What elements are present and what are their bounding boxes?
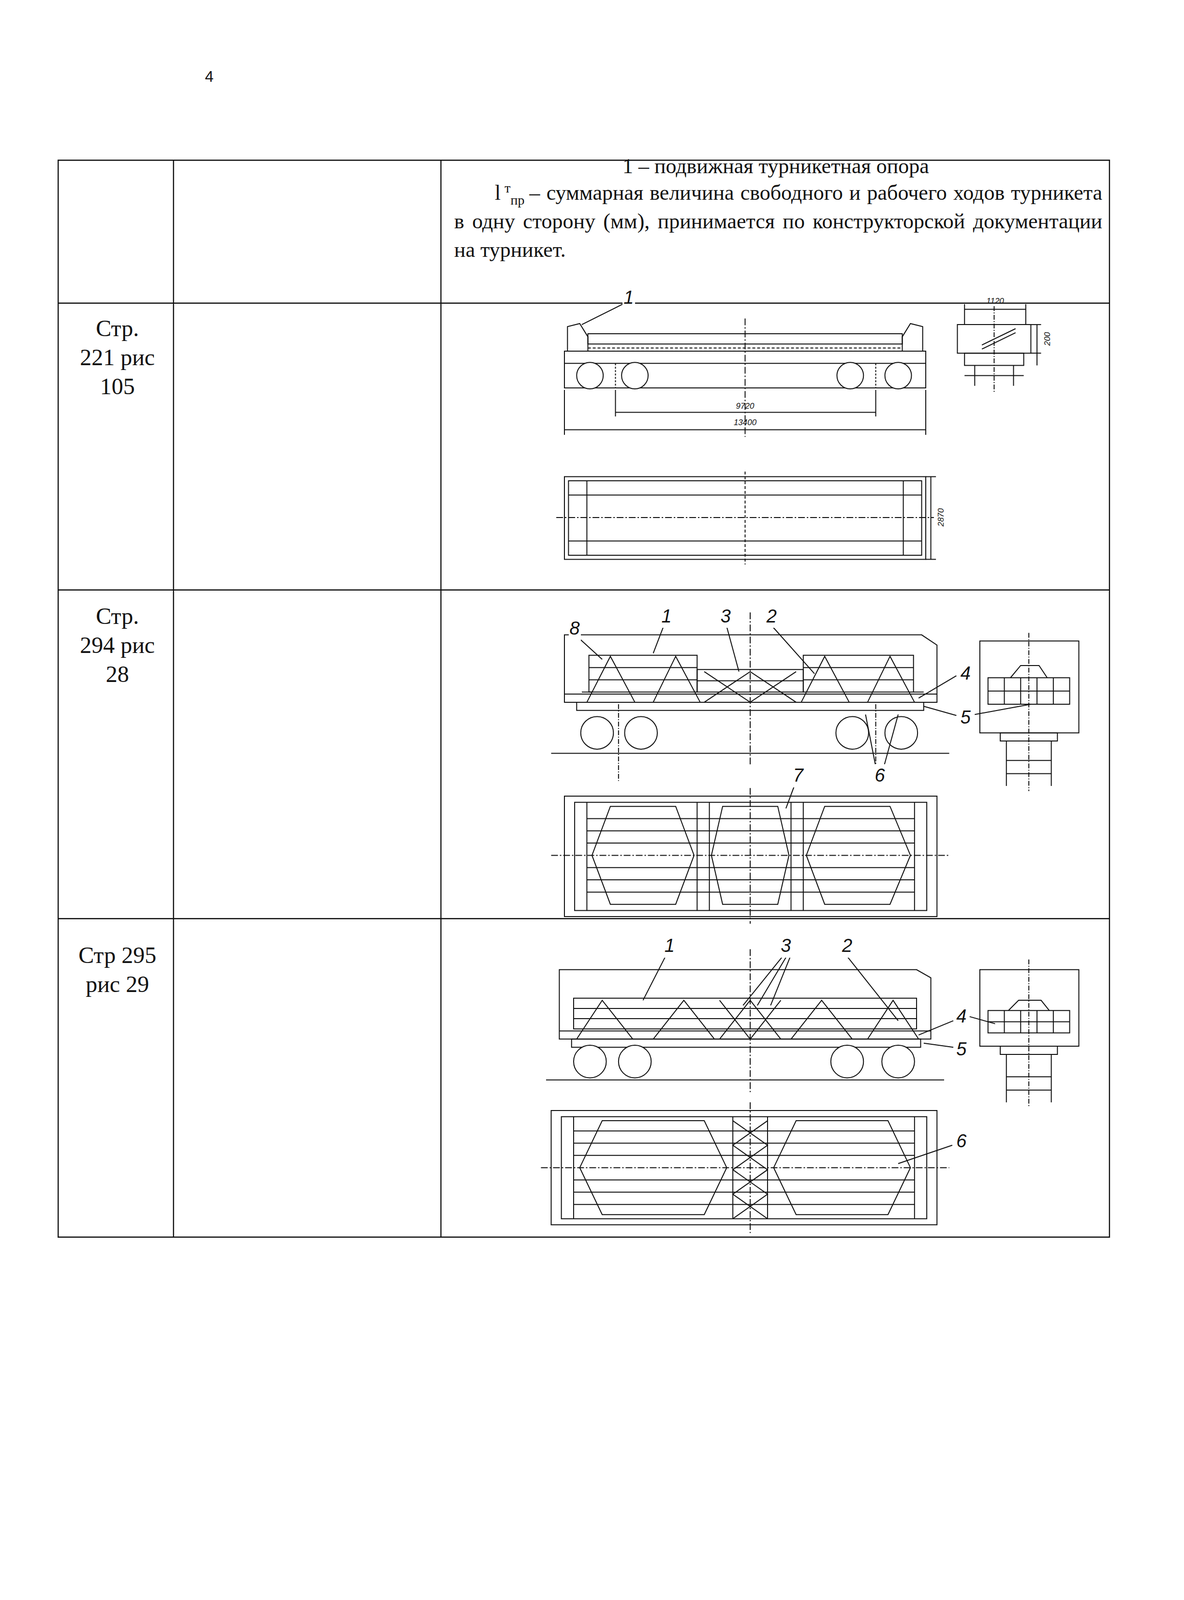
- callout-number: 5: [955, 1037, 968, 1062]
- flatcar-side-view: [564, 304, 926, 437]
- callout-number: 2: [765, 605, 778, 629]
- symbol-subscript: пр: [510, 192, 525, 208]
- callout-number: 2: [841, 934, 854, 958]
- gondola-side-view: [551, 612, 1032, 809]
- callout-number: 3: [719, 605, 732, 629]
- callout-number: 1: [663, 934, 676, 958]
- callout-number: 7: [792, 764, 805, 788]
- gondola-end-view: [979, 959, 1080, 1108]
- dimension-value: 9720: [736, 400, 755, 412]
- gondola-end-view: [979, 632, 1080, 791]
- symbol-letter: l: [494, 180, 501, 205]
- note-text: – суммарная величина свободного и рабоче…: [454, 180, 1103, 262]
- table-grid: [58, 160, 1110, 1237]
- callout-number: 6: [873, 764, 887, 788]
- figure-reference: Стр. 221 рис 105: [77, 313, 158, 401]
- dimension-value: 200: [1042, 331, 1053, 346]
- note-heading: 1 – подвижная турникетная опора: [622, 152, 930, 180]
- page-number: 4: [205, 66, 214, 87]
- symbol-superscript: т: [504, 180, 511, 196]
- gondola-plan-view: [551, 787, 950, 924]
- dimension-value: 2870: [935, 508, 947, 527]
- gondola-side-view: [546, 949, 996, 1093]
- figure-reference: Стр. 294 рис 28: [77, 601, 158, 689]
- figure-reference: Стр 295 рис 29: [77, 940, 158, 999]
- callout-number: 4: [955, 1005, 968, 1029]
- note-paragraph: lтпр– суммарная величина свободного и ра…: [454, 178, 1103, 265]
- gondola-plan-view: [540, 1102, 952, 1233]
- callout-number: 3: [779, 934, 792, 958]
- callout-number: 5: [959, 706, 972, 730]
- flatcar-plan-view: [556, 471, 936, 565]
- callout-number: 6: [955, 1129, 968, 1154]
- callout-number: 4: [959, 662, 972, 686]
- callout-number: 8: [568, 617, 581, 641]
- dimension-value: 13400: [733, 417, 757, 428]
- dimension-value: 1120: [986, 296, 1005, 307]
- callout-number: 1: [660, 605, 673, 629]
- callout-number: 1: [622, 286, 635, 310]
- flatcar-end-view: [957, 304, 1041, 394]
